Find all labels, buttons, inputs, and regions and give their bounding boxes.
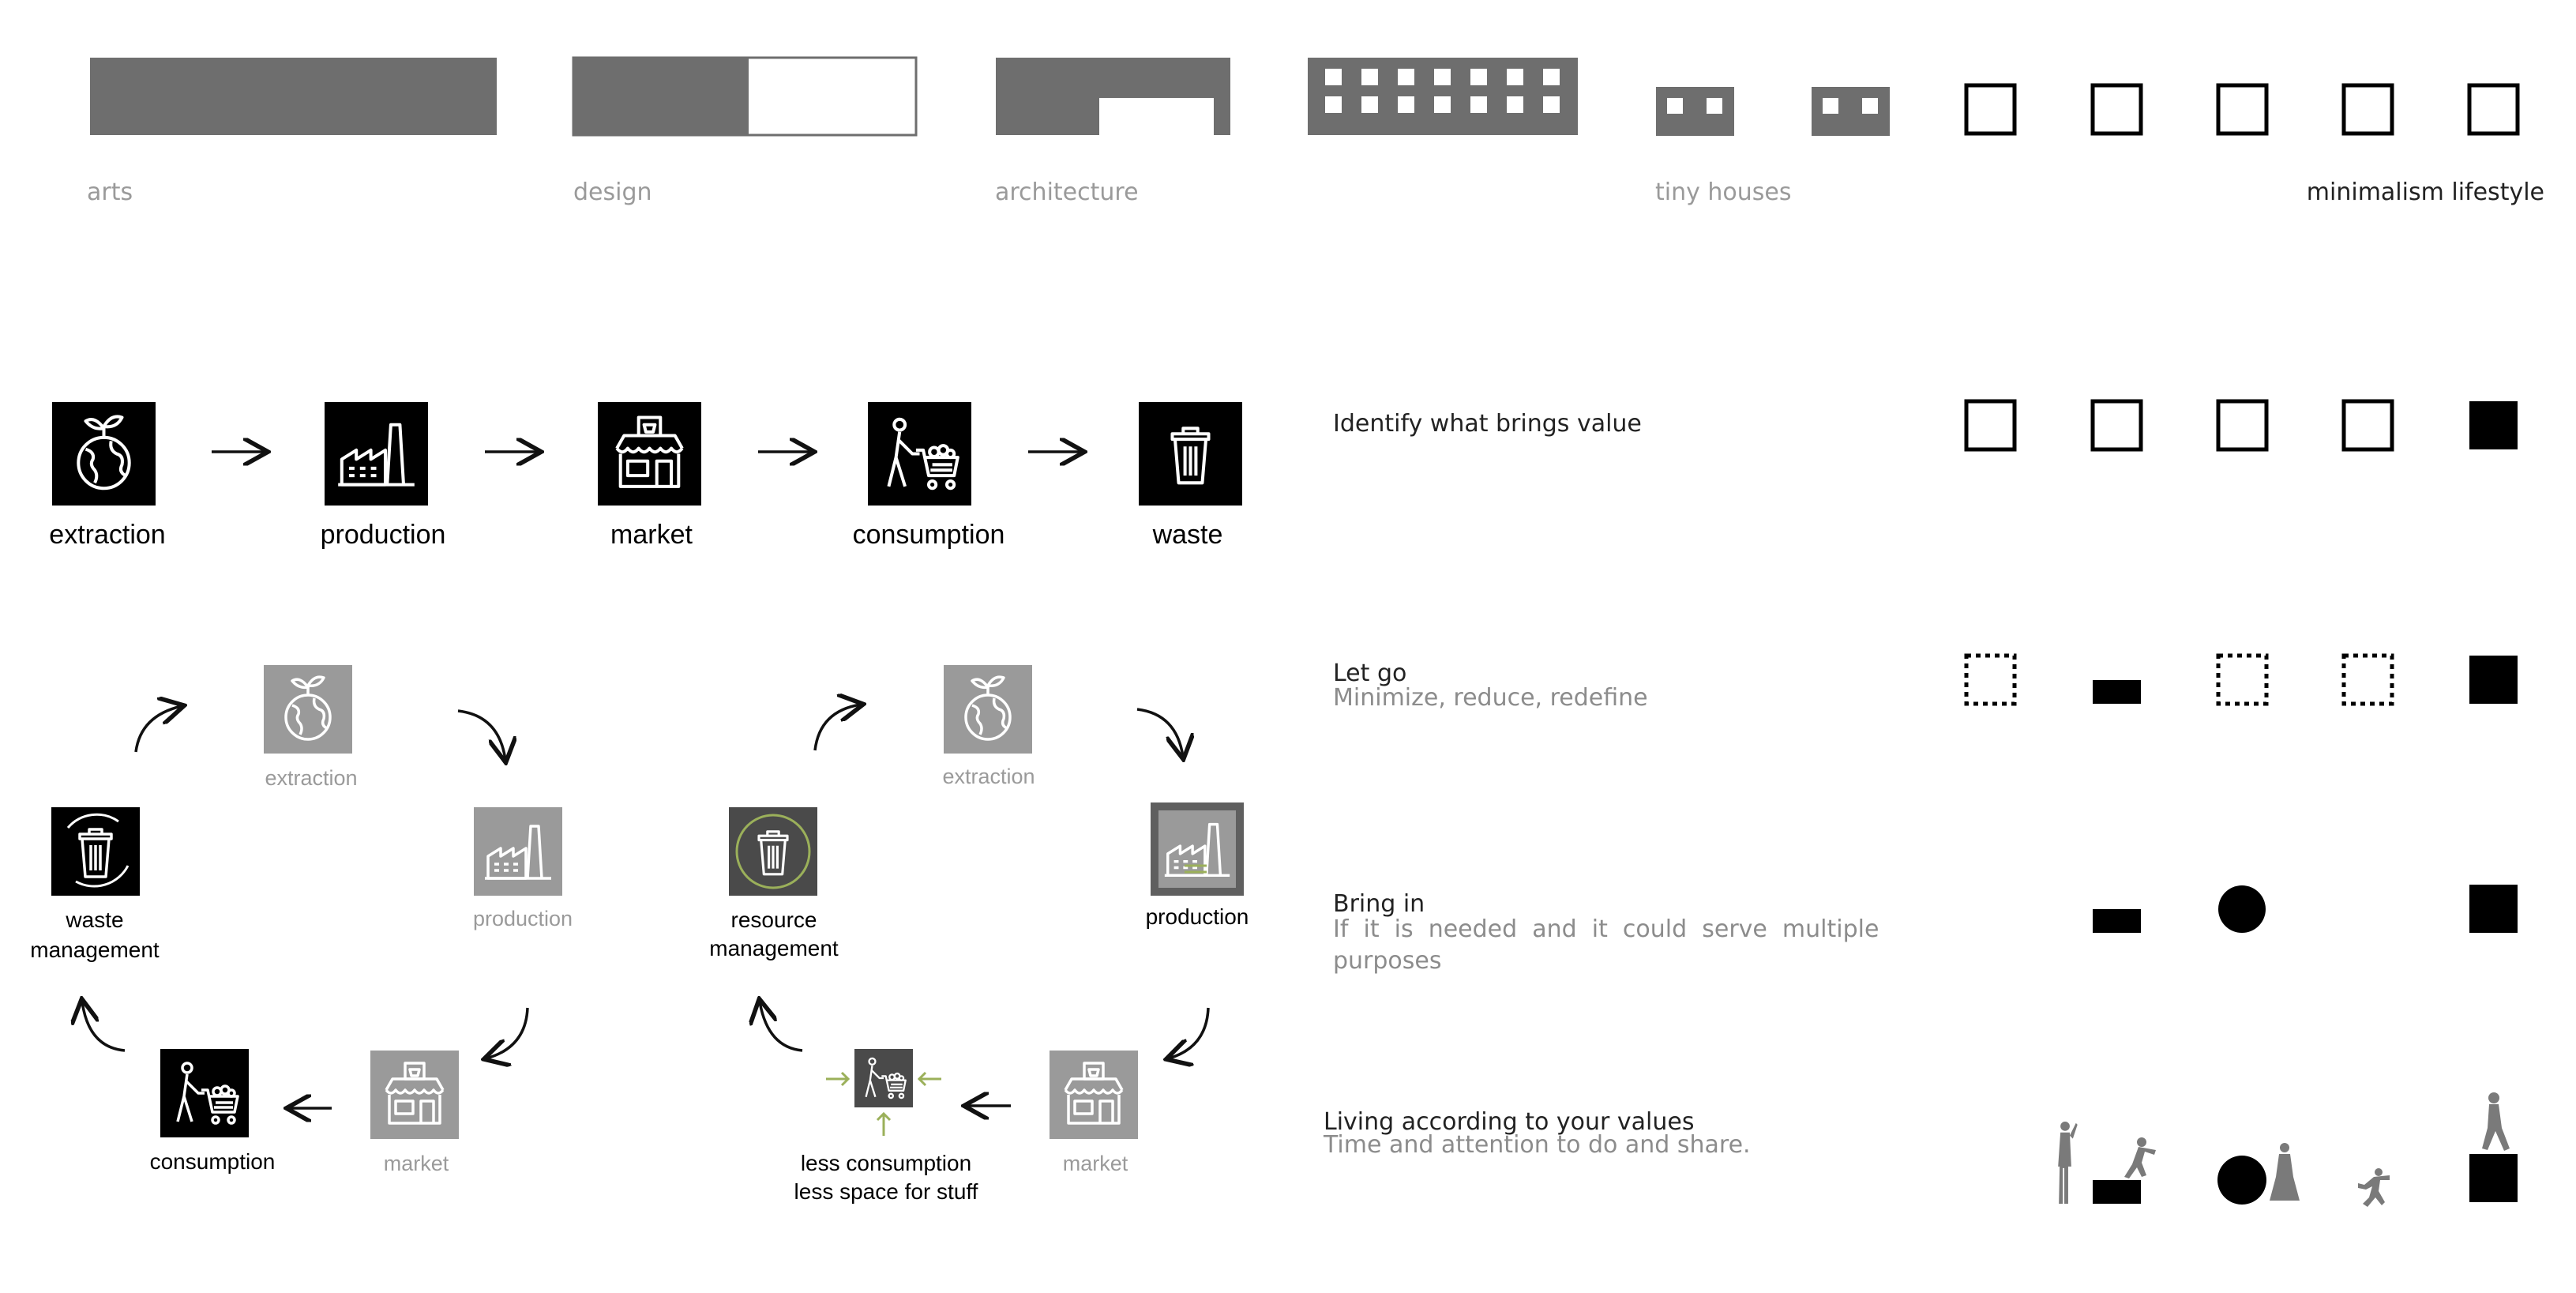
label-design: design	[573, 179, 652, 206]
cycle2-resource-management: resource management	[709, 807, 839, 960]
green-accent	[1185, 864, 1207, 874]
flow-step-waste: waste	[1139, 402, 1242, 550]
person-striding-icon	[2482, 1092, 2510, 1151]
cycle-resource-management: extraction production market less consum…	[709, 665, 1249, 1204]
building-block	[1308, 58, 1578, 135]
flow-label-waste: waste	[1152, 520, 1223, 550]
architecture-block	[996, 58, 1230, 135]
principle-1-title: Identify what brings value	[1333, 410, 1642, 438]
cycle-arrow-icon	[813, 705, 861, 751]
cycle-arrow-icon	[1169, 1007, 1210, 1058]
person-kicking-icon	[2124, 1137, 2156, 1178]
grid-row-1	[1964, 399, 2394, 452]
cycle1-production: production	[473, 807, 573, 930]
cycle1-label-market: market	[384, 1152, 449, 1175]
cycle2-label-market: market	[1063, 1152, 1128, 1175]
cycle-arrow-icon	[134, 706, 182, 753]
principle-2-title: Let go	[1333, 660, 1406, 687]
person-jumping-icon	[2358, 1168, 2390, 1207]
filled-square	[2469, 885, 2518, 933]
filled-square	[2469, 401, 2518, 449]
cycle-ring-icon	[735, 814, 811, 889]
cycle1-label-consumption: consumption	[150, 1149, 276, 1174]
cycle-waste-management: extraction production market consumption…	[30, 665, 573, 1175]
cycle1-label-waste-line2: management	[30, 938, 160, 962]
flow-step-market: market	[598, 402, 701, 550]
linear-flow: extraction production market consumption…	[49, 402, 1242, 550]
cycle-arrow-icon	[82, 1002, 126, 1052]
label-arts: arts	[87, 179, 133, 206]
cycle1-market: market	[370, 1051, 459, 1175]
principle-4-title: Living according to your values	[1324, 1108, 1694, 1136]
spectrum-row: arts design architecture tiny houses min…	[87, 56, 2544, 206]
arts-block	[90, 58, 497, 135]
label-architecture: architecture	[995, 179, 1139, 206]
cycle2-label-resource-line1: resource	[731, 908, 817, 932]
flow-label-production: production	[321, 520, 446, 550]
cycle2-market: market	[1050, 1051, 1138, 1175]
cycle1-label-extraction: extraction	[265, 766, 357, 790]
cycle2-production: production	[1146, 802, 1249, 929]
cycle1-extraction: extraction	[264, 665, 358, 790]
principle-2-subtitle: Minimize, reduce, redefine	[1333, 684, 1648, 712]
minimalism-grid	[1964, 399, 2518, 1207]
cycle-arrow-icon	[760, 1002, 803, 1052]
grid-row-2	[1964, 653, 2394, 706]
inward-arrows-icon	[826, 1071, 941, 1136]
cycle2-label-production: production	[1146, 904, 1249, 929]
cycle1-label-waste-line1: waste	[65, 908, 123, 932]
cycle2-label-less-line2: less space for stuff	[794, 1179, 978, 1204]
cycle-arrow-icon	[486, 1007, 529, 1058]
flow-label-consumption: consumption	[853, 520, 1005, 550]
filled-square	[2469, 1154, 2518, 1202]
principle-3-subtitle-line2: purposes	[1333, 947, 1442, 975]
tiny-house-block-2	[1812, 87, 1890, 136]
flow-step-production: production	[321, 402, 446, 550]
flat-bar	[2093, 1180, 2141, 1204]
label-minimalism: minimalism lifestyle	[2307, 179, 2544, 206]
flow-step-extraction: extraction	[49, 402, 166, 550]
cycle1-waste-management: waste management	[30, 807, 160, 962]
minimal-squares-top	[1964, 83, 2520, 136]
flow-step-consumption: consumption	[853, 402, 1005, 550]
label-tiny-houses: tiny houses	[1655, 179, 1792, 206]
cycle2-label-resource-line2: management	[709, 936, 839, 960]
person-standing-icon	[2058, 1121, 2078, 1205]
cycle2-less-consumption: less consumption less space for stuff	[794, 1049, 978, 1204]
filled-circle	[2218, 885, 2266, 933]
flat-bar	[2093, 680, 2141, 704]
recycle-icon	[66, 813, 130, 888]
design-block	[572, 56, 918, 137]
tiny-house-block-1	[1656, 87, 1734, 136]
cycle1-consumption: consumption	[150, 1049, 276, 1174]
filled-square	[2469, 656, 2518, 704]
flat-bar	[2093, 909, 2141, 933]
person-walking-icon	[2270, 1143, 2300, 1201]
cycle2-extraction: extraction	[942, 665, 1035, 788]
principle-3-subtitle-line1: If it is needed and it could serve multi…	[1333, 915, 1879, 943]
cycle2-label-extraction: extraction	[942, 765, 1035, 788]
principles: Identify what brings value Let go Minimi…	[1323, 410, 1879, 1159]
cycle-arrow-icon	[457, 709, 505, 760]
flow-label-market: market	[610, 520, 693, 550]
principle-3-title: Bring in	[1333, 890, 1425, 918]
cycle-arrow-icon	[1136, 708, 1183, 757]
principle-4-subtitle: Time and attention to do and share.	[1323, 1131, 1751, 1159]
cycle1-label-production: production	[473, 907, 573, 930]
flow-label-extraction: extraction	[49, 520, 165, 550]
filled-circle	[2217, 1156, 2266, 1205]
cycle2-label-less-line1: less consumption	[801, 1151, 971, 1175]
